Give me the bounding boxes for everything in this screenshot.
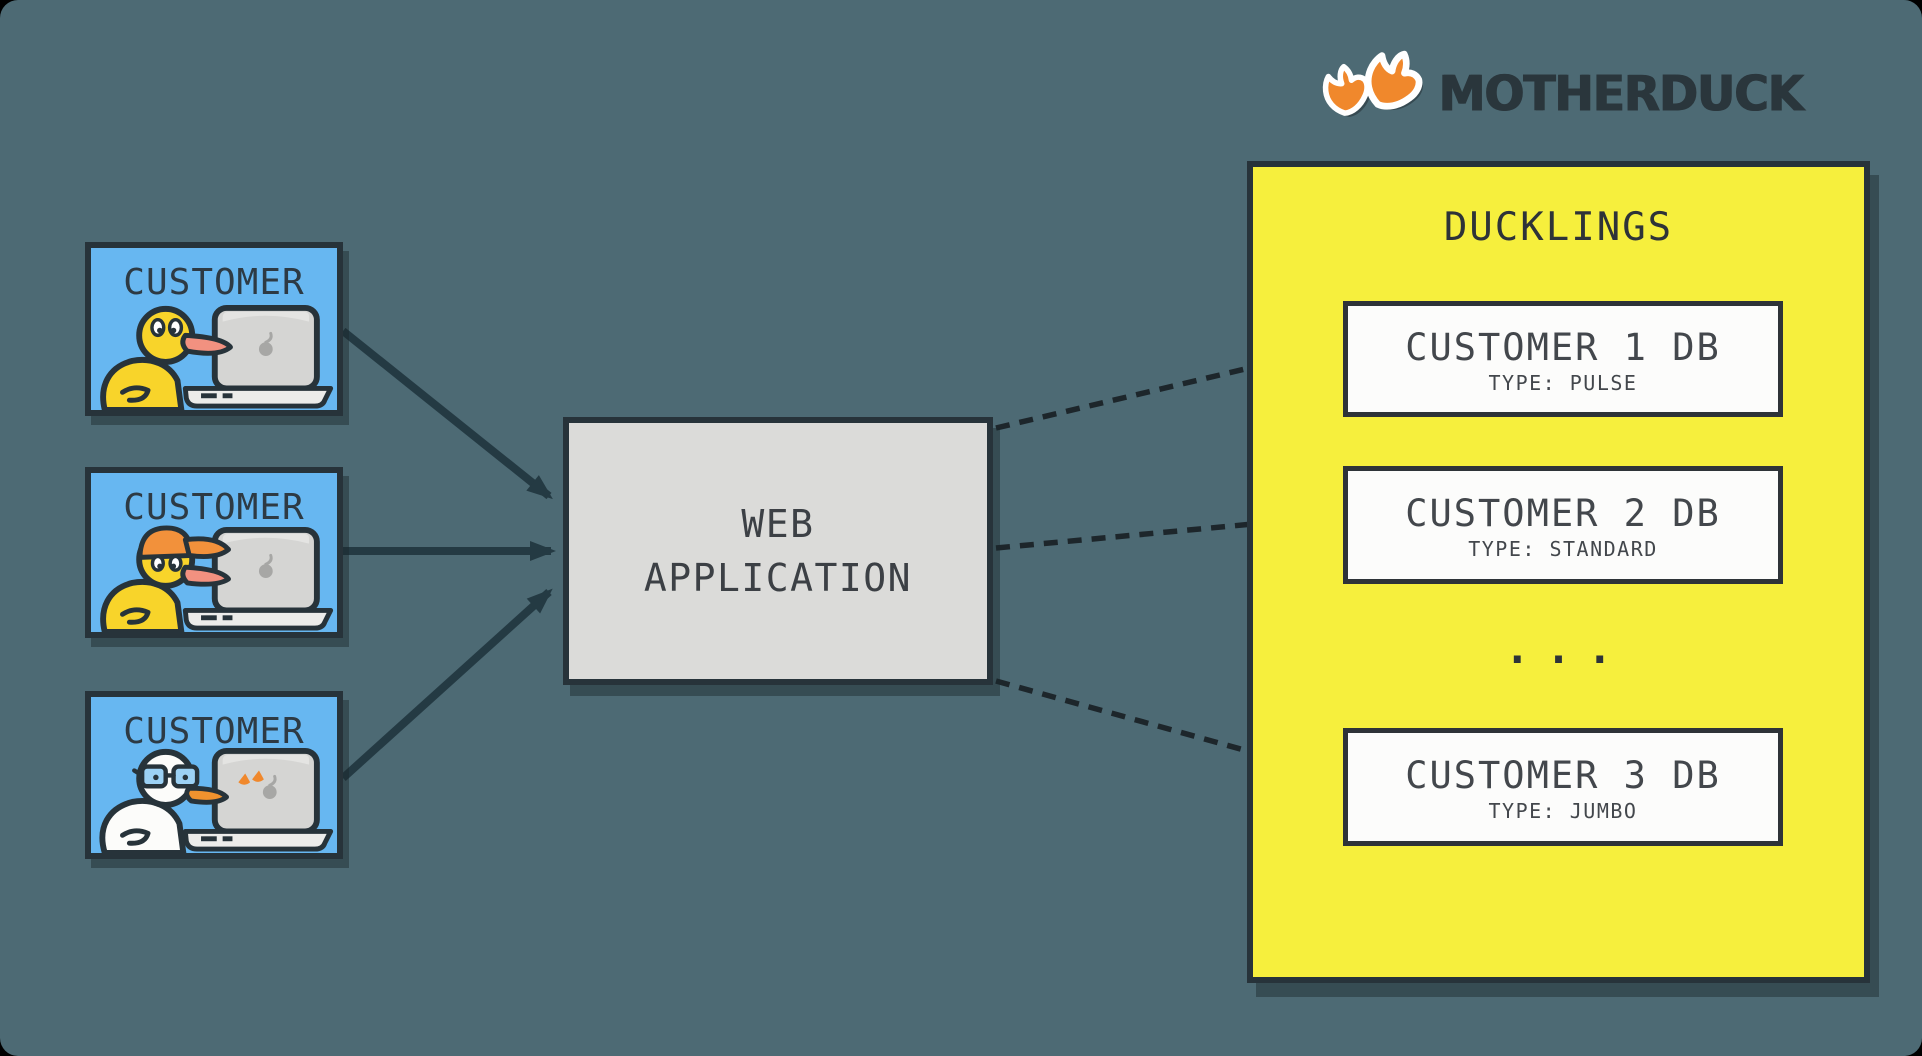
motherduck-logo: MOTHERDUCK: [1316, 44, 1804, 130]
db-type: TYPE: STANDARD: [1468, 537, 1658, 561]
customer-card-2: CUSTOMER: [85, 467, 343, 638]
yellow-duck-laptop-icon: [100, 304, 334, 410]
solid-request-arrows: [340, 327, 556, 781]
db-type: TYPE: JUMBO: [1488, 799, 1638, 823]
ducklings-title: DUCKLINGS: [1443, 205, 1674, 250]
web-application-box: WEB APPLICATION: [563, 417, 993, 685]
ducklings-panel: DUCKLINGS CUSTOMER 1 DB TYPE: PULSE CUST…: [1247, 161, 1870, 983]
db-name: CUSTOMER 1 DB: [1405, 326, 1721, 369]
db-type: TYPE: PULSE: [1488, 371, 1638, 395]
duck-icon: [100, 305, 233, 410]
customer-2-db-card: CUSTOMER 2 DB TYPE: STANDARD: [1343, 466, 1783, 584]
customer-1-db-card: CUSTOMER 1 DB TYPE: PULSE: [1343, 301, 1783, 417]
goose-with-glasses-icon: [99, 748, 230, 853]
db-name: CUSTOMER 3 DB: [1405, 754, 1721, 797]
customer-card-3: CUSTOMER: [85, 691, 343, 859]
feet-sticker-icon: [238, 773, 251, 785]
laptop-icon: [182, 304, 334, 409]
feet-sticker-icon: [252, 770, 264, 782]
customer-label: CUSTOMER: [123, 262, 305, 303]
customer-label: CUSTOMER: [123, 711, 305, 752]
laptop-icon: [182, 526, 334, 631]
customer-3-db-card: CUSTOMER 3 DB TYPE: JUMBO: [1343, 728, 1783, 846]
motherduck-feet-icon: [1316, 44, 1428, 121]
motherduck-wordmark: MOTHERDUCK: [1438, 65, 1804, 123]
duck-with-cap-icon: [100, 525, 231, 632]
more-databases-ellipsis: ...: [1504, 624, 1629, 673]
web-application-label-line1: WEB: [741, 502, 815, 546]
db-name: CUSTOMER 2 DB: [1405, 492, 1721, 535]
goose-glasses-laptop-icon: [99, 747, 334, 853]
web-application-label-line2: APPLICATION: [643, 556, 913, 600]
customer-label: CUSTOMER: [123, 487, 305, 528]
capped-duck-laptop-icon: [100, 525, 334, 632]
customer-card-1: CUSTOMER: [85, 242, 343, 416]
